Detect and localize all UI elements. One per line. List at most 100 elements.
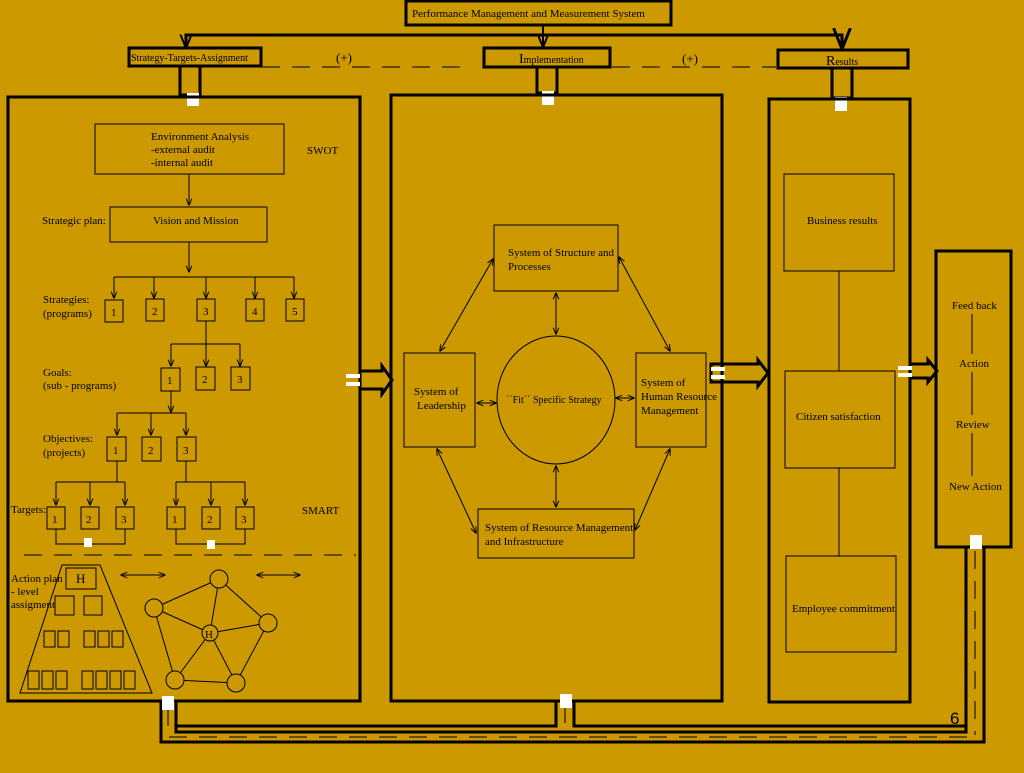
strategies-label: Strategies: bbox=[43, 294, 89, 306]
strategic-plan-label: Strategic plan: bbox=[42, 215, 106, 227]
goals-label: Goals: bbox=[43, 367, 72, 379]
implementation-to-results-arrow bbox=[709, 355, 770, 391]
s-header-label: Strategy-Targets-Assignment bbox=[131, 53, 248, 64]
plus-sign-1: (+) bbox=[336, 50, 352, 65]
goal-box-1: 1 bbox=[160, 367, 181, 392]
feedback-item-review: Review bbox=[956, 419, 990, 431]
svg-text:Management: Management bbox=[641, 405, 698, 417]
goal-box-2: 2 bbox=[195, 366, 216, 391]
goal-box-3: 3 bbox=[230, 366, 251, 391]
structure-processes-box: System of Structure and Processes bbox=[493, 224, 619, 292]
svg-text:Employee commitment: Employee commitment bbox=[792, 603, 895, 615]
environment-analysis-box: Environment Analysis -external audit -in… bbox=[94, 123, 285, 175]
svg-text:and Infrastructure: and Infrastructure bbox=[485, 536, 564, 548]
svg-text:2: 2 bbox=[148, 445, 154, 457]
svg-text:1: 1 bbox=[113, 445, 119, 457]
feedback-item-action: Action bbox=[959, 358, 989, 370]
page-number: 6 bbox=[950, 709, 959, 728]
svg-text:Vision and Mission: Vision and Mission bbox=[153, 215, 239, 227]
svg-text:4: 4 bbox=[252, 306, 258, 318]
svg-text:3: 3 bbox=[203, 306, 209, 318]
strategy-to-implementation-arrow bbox=[346, 361, 394, 399]
fit-strategy-circle: ´´Fit´´ Specific Strategy bbox=[496, 335, 616, 465]
strategy-box-1: 1 bbox=[104, 299, 124, 323]
svg-text:3: 3 bbox=[183, 445, 189, 457]
action-plan-label: Action plan bbox=[11, 573, 63, 585]
svg-text:1: 1 bbox=[52, 514, 58, 526]
strategy-box-4: 4 bbox=[245, 298, 265, 322]
svg-text:Business results: Business results bbox=[807, 215, 878, 227]
svg-text:1: 1 bbox=[172, 514, 178, 526]
goals-sublabel: (sub - programs) bbox=[43, 380, 117, 392]
citizen-satisfaction-box: Citizen satisfaction bbox=[784, 370, 896, 469]
results-to-feedback-arrow bbox=[898, 355, 939, 387]
r-header-label: Results bbox=[826, 54, 858, 69]
feedback-loop bbox=[159, 535, 986, 744]
svg-text:System of Structure and: System of Structure and bbox=[508, 247, 615, 259]
svg-text:System of: System of bbox=[641, 377, 686, 389]
svg-text:Human Resource: Human Resource bbox=[641, 391, 717, 403]
vision-mission-box: Vision and Mission bbox=[109, 206, 268, 243]
svg-text:System of Resource Management: System of Resource Management bbox=[485, 522, 633, 534]
objectives-sublabel: (projects) bbox=[43, 447, 85, 459]
resource-infrastructure-box: System of Resource Management and Infras… bbox=[477, 508, 635, 559]
results-panel bbox=[767, 97, 912, 704]
svg-text:-internal audit: -internal audit bbox=[151, 157, 213, 169]
svg-text:3: 3 bbox=[237, 374, 243, 386]
svg-text:Citizen satisfaction: Citizen satisfaction bbox=[796, 411, 881, 423]
strategies-sublabel: (programs) bbox=[43, 308, 92, 320]
svg-text:3: 3 bbox=[121, 514, 127, 526]
strategy-panel bbox=[6, 95, 362, 703]
action-plan-assignment-label: assigment bbox=[11, 599, 55, 611]
svg-text:5: 5 bbox=[292, 306, 298, 318]
svg-text:Processes: Processes bbox=[508, 261, 551, 273]
svg-text:2: 2 bbox=[207, 514, 213, 526]
svg-text:2: 2 bbox=[86, 514, 92, 526]
target-box-a2: 2 bbox=[80, 506, 100, 530]
svg-text:Environment Analysis: Environment Analysis bbox=[151, 131, 249, 143]
hr-management-box: System of Human Resource Management bbox=[635, 352, 717, 448]
strategy-box-2: 2 bbox=[145, 298, 165, 322]
feedback-item-feedback: Feed back bbox=[952, 300, 997, 312]
svg-text:1: 1 bbox=[167, 375, 173, 387]
title-text: Performance Management and Measurement S… bbox=[412, 8, 645, 20]
targets-label: Targets: bbox=[11, 504, 46, 516]
leadership-box: System of Leadership bbox=[403, 352, 476, 448]
r-header-box: Results bbox=[776, 48, 910, 111]
target-box-b1: 1 bbox=[166, 506, 186, 530]
target-box-a1: 1 bbox=[46, 506, 66, 530]
objective-box-2: 2 bbox=[141, 436, 162, 462]
header-connector bbox=[186, 25, 842, 47]
i-header-label: Implementation bbox=[519, 52, 584, 67]
smart-label: SMART bbox=[302, 505, 340, 517]
svg-text:3: 3 bbox=[241, 514, 247, 526]
svg-text:´´Fit´´ Specific Strategy: ´´Fit´´ Specific Strategy bbox=[506, 395, 602, 406]
feedback-item-new-action: New Action bbox=[949, 481, 1002, 493]
business-results-box: Business results bbox=[783, 173, 895, 272]
objectives-label: Objectives: bbox=[43, 433, 93, 445]
svg-text:1: 1 bbox=[111, 307, 117, 319]
feedback-panel bbox=[934, 249, 1013, 549]
target-box-b3: 3 bbox=[235, 506, 255, 530]
employee-commitment-box: Employee commitment bbox=[785, 555, 897, 653]
svg-text:2: 2 bbox=[202, 374, 208, 386]
action-plan-level-label: - level bbox=[11, 586, 39, 598]
objective-box-1: 1 bbox=[106, 436, 127, 462]
svg-text:System of: System of bbox=[414, 386, 459, 398]
hierarchy-pyramid: H bbox=[19, 564, 153, 694]
target-box-a3: 3 bbox=[115, 506, 135, 530]
svg-text:H: H bbox=[76, 571, 85, 586]
svg-text:2: 2 bbox=[152, 306, 158, 318]
swot-label: SWOT bbox=[307, 145, 338, 157]
svg-text:Leadership: Leadership bbox=[417, 400, 466, 412]
svg-text:-external audit: -external audit bbox=[151, 144, 215, 156]
target-box-b2: 2 bbox=[201, 506, 221, 530]
title-box: Performance Management and Measurement S… bbox=[404, 0, 673, 27]
implementation-links bbox=[437, 257, 670, 533]
strategy-box-5: 5 bbox=[285, 298, 305, 322]
plus-sign-2: (+) bbox=[682, 51, 698, 66]
i-connector-square bbox=[542, 91, 554, 105]
objective-box-3: 3 bbox=[176, 436, 197, 462]
